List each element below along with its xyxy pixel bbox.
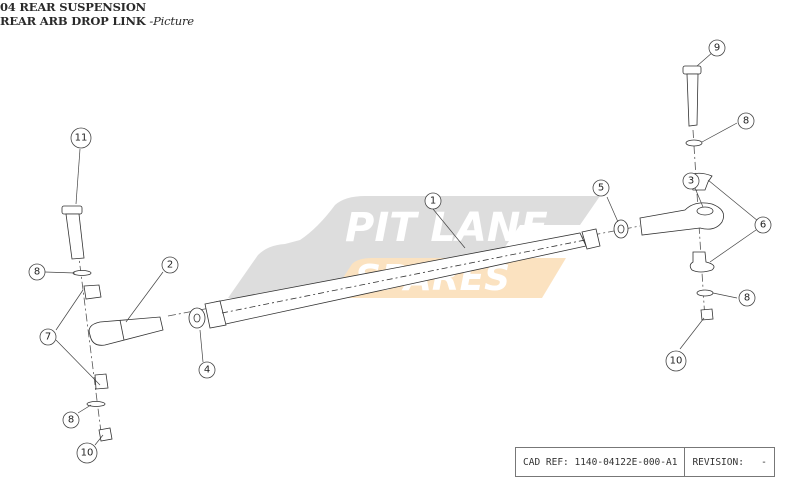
- callout-6: 6: [754, 216, 772, 234]
- part-9-bolt: [682, 65, 702, 127]
- callout-10-left: 10: [76, 442, 98, 464]
- callout-9: 9: [708, 39, 726, 57]
- svg-text:10: 10: [81, 448, 94, 459]
- revision: REVISION: -: [684, 448, 773, 476]
- svg-text:4: 4: [204, 365, 210, 376]
- title-block: CAD REF: 1140-04122E-000-A1 REVISION: -: [515, 447, 775, 477]
- part-10-nut: [700, 308, 714, 321]
- callout-2: 2: [161, 256, 179, 274]
- svg-text:7: 7: [45, 332, 51, 343]
- part-5-lock-nut: [613, 219, 629, 239]
- svg-text:3: 3: [688, 176, 694, 187]
- svg-text:2: 2: [167, 260, 173, 271]
- watermark-line1: PIT LANE: [345, 205, 548, 251]
- callout-11: 11: [70, 127, 92, 149]
- callout-1: 1: [424, 192, 442, 210]
- svg-text:8: 8: [68, 415, 74, 426]
- part-7-spacer: [94, 373, 109, 390]
- part-4-lock-nut: [188, 307, 206, 329]
- svg-text:11: 11: [75, 133, 88, 144]
- svg-text:10: 10: [670, 356, 683, 367]
- svg-text:5: 5: [598, 183, 604, 194]
- part-8-washer: [685, 139, 703, 147]
- part-7-spacer: [83, 284, 102, 300]
- page-header: 04 REAR SUSPENSION REAR ARB DROP LINK -P…: [0, 0, 194, 28]
- part-3-rod-end: [639, 202, 725, 236]
- callout-3: 3: [682, 172, 700, 190]
- part-1-link-tube: [204, 228, 601, 329]
- view-label: -Picture: [149, 14, 194, 28]
- callout-4: 4: [198, 361, 216, 379]
- callout-10-right: 10: [665, 350, 687, 372]
- svg-text:8: 8: [34, 267, 40, 278]
- callout-8-right-lower: 8: [738, 289, 756, 307]
- assembly-name: REAR ARB DROP LINK: [0, 14, 146, 28]
- cad-reference: CAD REF: 1140-04122E-000-A1: [523, 456, 678, 468]
- part-8-washer: [696, 289, 714, 297]
- callout-8-right-upper: 8: [737, 112, 755, 130]
- svg-text:1: 1: [430, 196, 436, 207]
- svg-text:6: 6: [760, 220, 766, 231]
- svg-text:8: 8: [744, 293, 750, 304]
- svg-text:8: 8: [743, 116, 749, 127]
- part-6-spacer: [689, 251, 715, 273]
- part-8-washer: [72, 270, 92, 276]
- assembly-title: REAR ARB DROP LINK -Picture: [0, 14, 194, 28]
- part-11-bolt: [61, 205, 85, 260]
- callout-7: 7: [39, 328, 57, 346]
- callout-8-left-upper: 8: [28, 263, 46, 281]
- part-8-washer: [86, 401, 106, 407]
- callout-8-left-lower: 8: [62, 411, 80, 429]
- section-title: 04 REAR SUSPENSION: [0, 0, 146, 14]
- part-2-rod-end: [88, 316, 164, 346]
- part-10-nut: [98, 427, 113, 442]
- svg-text:9: 9: [714, 43, 720, 54]
- callout-5: 5: [592, 179, 610, 197]
